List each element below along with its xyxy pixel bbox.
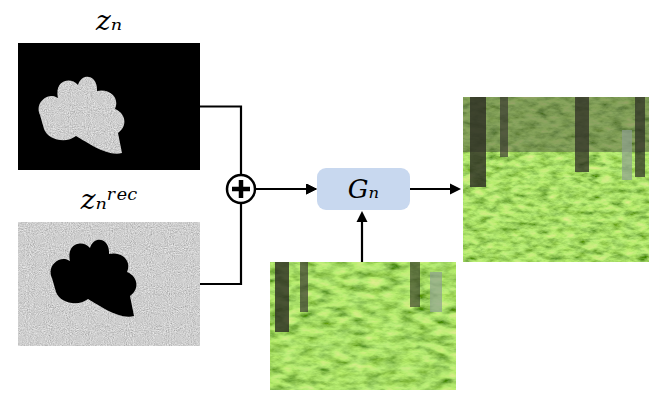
generator-box: Gₙ [317,168,410,210]
box-label: Gₙ [348,176,379,202]
image-heading: zₙ [96,7,122,35]
image-heading: zₙʳᵉᶜ [81,186,138,214]
noise-map: zₙʳᵉᶜ [18,222,200,346]
merge-connector [200,107,316,190]
noise-map: zₙ [18,43,200,170]
merge-connector [200,189,316,284]
